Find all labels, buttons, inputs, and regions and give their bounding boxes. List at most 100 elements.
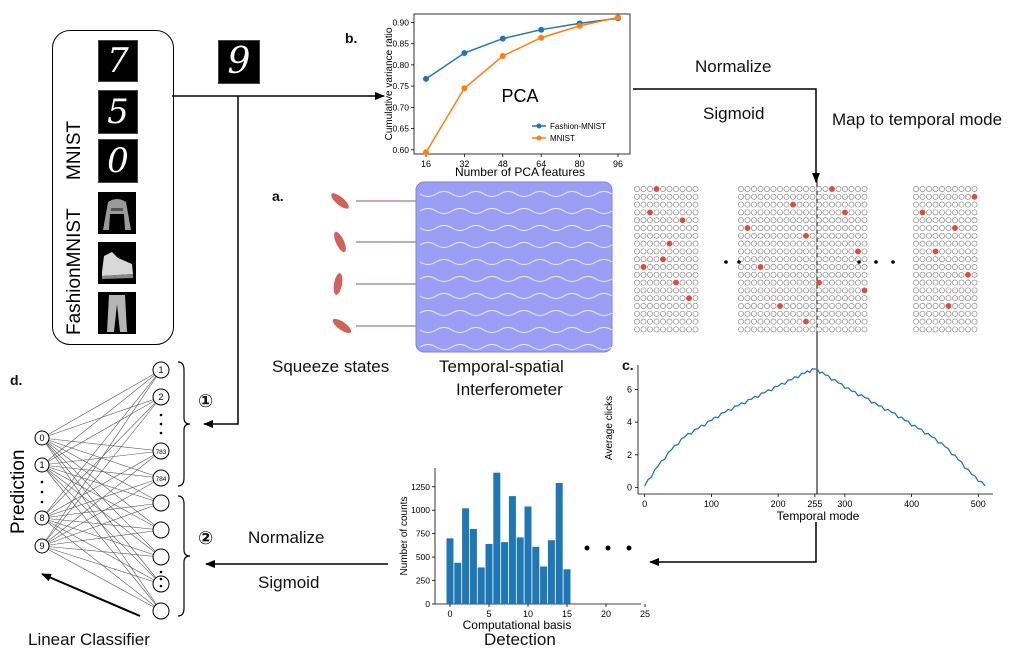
mode-dot	[757, 217, 764, 224]
mode-dot	[777, 186, 783, 192]
mode-dot	[783, 209, 790, 216]
mode-dot	[751, 248, 757, 255]
mode-dot	[971, 295, 978, 302]
mode-dot	[744, 225, 751, 231]
mode-dot	[686, 279, 692, 286]
mode-dot	[790, 264, 796, 270]
mode-dot	[640, 287, 647, 294]
mode-dot	[919, 310, 926, 317]
mode-dot	[796, 248, 803, 255]
mode-dot	[647, 279, 653, 286]
x-tick-label: 32	[459, 159, 469, 169]
mode-dot	[640, 271, 647, 278]
mode-dot	[945, 318, 952, 325]
mode-dot	[958, 248, 965, 255]
mode-dot	[803, 256, 809, 263]
mode-dot	[919, 209, 926, 216]
panel-d-tag: d.	[10, 372, 23, 388]
input-node	[152, 521, 170, 539]
mode-dot	[932, 287, 939, 294]
x-tick-label: 20	[601, 609, 611, 619]
mode-dot	[653, 295, 660, 302]
mode-dot	[770, 295, 777, 302]
mode-dot	[816, 193, 822, 200]
mode-dot	[822, 326, 829, 333]
mode-dot	[783, 232, 790, 239]
mode-dot	[634, 232, 640, 239]
mode-dot	[686, 193, 692, 200]
mode-dot	[692, 225, 699, 231]
mode-dot	[913, 193, 919, 200]
mode-dot	[751, 217, 757, 224]
mode-dot	[796, 256, 803, 263]
mode-dot	[965, 193, 971, 200]
output-node-label: 9	[39, 541, 44, 551]
mode-dot	[803, 279, 809, 286]
mode-dot	[634, 310, 640, 317]
mode-dot	[919, 256, 926, 263]
mode-dot	[686, 248, 692, 255]
mode-dot	[932, 303, 939, 309]
mode-dot	[738, 295, 744, 302]
mode-dot	[751, 303, 757, 309]
mode-dot	[770, 271, 777, 278]
arrow-to-temporal	[633, 88, 820, 183]
output-node	[34, 430, 50, 446]
mode-dot	[945, 217, 952, 224]
mode-dot	[932, 271, 939, 278]
mode-dot	[939, 326, 945, 333]
mode-dot	[634, 256, 640, 263]
weight-edge	[41, 502, 162, 547]
mode-dot	[939, 217, 945, 224]
mode-dot	[939, 271, 945, 278]
weight-edge	[41, 545, 162, 612]
x-tick-label: 25	[640, 609, 650, 619]
mode-dot	[919, 217, 926, 224]
mode-dot	[842, 232, 848, 239]
mode-dot	[673, 209, 679, 216]
mode-dot	[744, 318, 751, 325]
mode-dot	[939, 201, 945, 208]
mode-dot	[796, 264, 803, 270]
mode-dot	[913, 303, 919, 309]
mode-dot	[692, 303, 699, 309]
mode-dot	[796, 303, 803, 309]
mode-dot	[744, 303, 751, 309]
mode-dot	[673, 232, 679, 239]
mode-dot	[848, 287, 855, 294]
ellipsis-dot	[159, 570, 163, 574]
mode-dot	[790, 186, 796, 192]
mode-dot	[673, 326, 679, 333]
mode-dot	[790, 326, 796, 333]
mode-dot	[965, 279, 971, 286]
mode-dot	[803, 232, 809, 239]
mode-dot	[958, 232, 965, 239]
mode-dot	[770, 326, 777, 333]
mode-dot	[757, 248, 764, 255]
mode-dot	[777, 193, 783, 200]
mode-dot	[822, 201, 829, 208]
mode-dot	[816, 225, 822, 231]
x-tick-label: 16	[421, 159, 431, 169]
mode-dot	[926, 295, 932, 302]
mode-dot	[829, 264, 835, 270]
x-tick-label: 80	[575, 159, 585, 169]
mode-dot	[848, 240, 855, 247]
mode-dot	[965, 287, 971, 294]
mode-dot	[958, 318, 965, 325]
mode-dot	[816, 318, 822, 325]
mode-dot	[965, 326, 971, 333]
mode-dot	[809, 217, 816, 224]
mode-dot	[965, 209, 971, 216]
mode-dot	[634, 264, 640, 270]
mode-dot	[744, 232, 751, 239]
mode-dot	[744, 264, 751, 270]
mode-dot	[777, 256, 783, 263]
mode-dot	[647, 240, 653, 247]
detection-label: Detection	[484, 630, 556, 649]
mode-dot	[673, 295, 679, 302]
mode-dot	[757, 271, 764, 278]
mode-dot	[738, 287, 744, 294]
mode-dot	[647, 264, 653, 270]
